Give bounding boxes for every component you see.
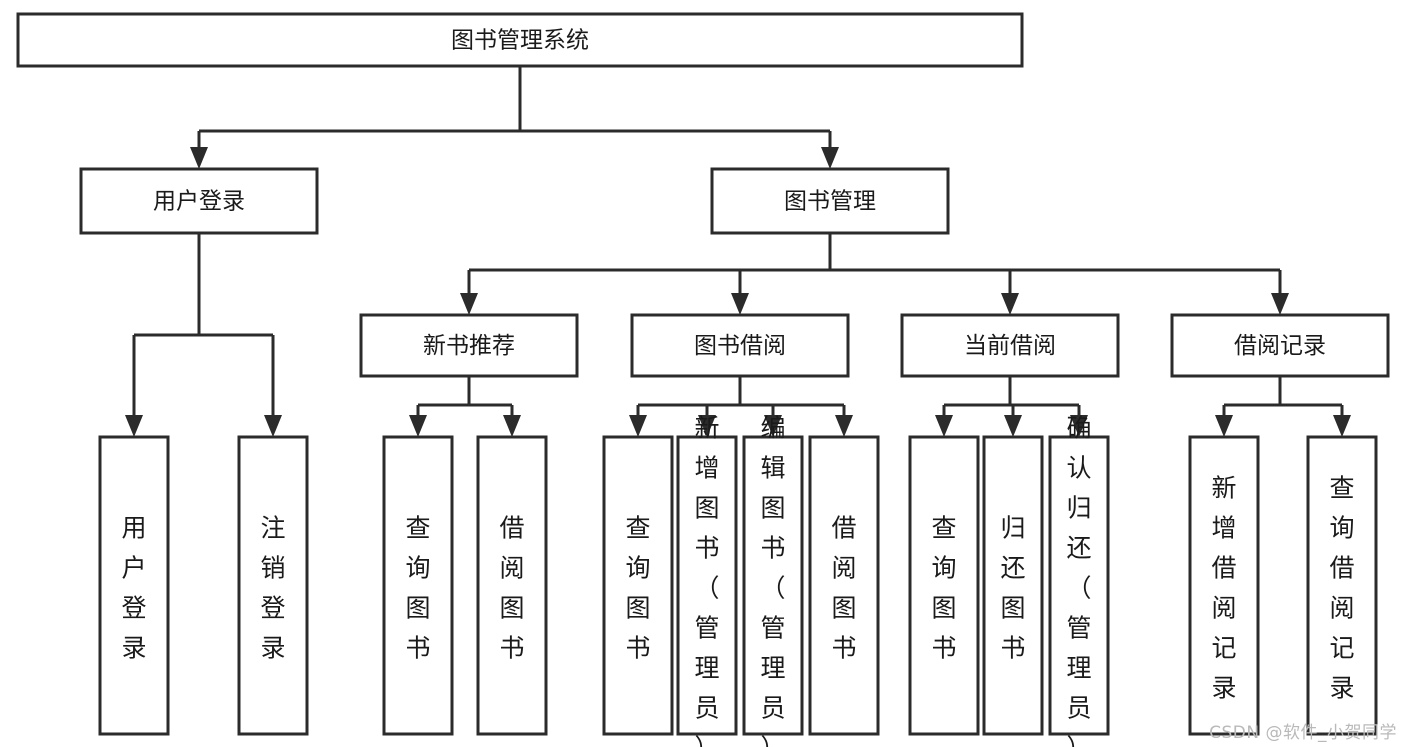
node-box[interactable] (1306, 435, 1378, 736)
node-box[interactable] (602, 435, 674, 736)
node-level3-2[interactable]: 图书借阅 (630, 313, 850, 378)
node-box[interactable] (359, 313, 579, 378)
node-box[interactable] (742, 435, 804, 736)
node-box[interactable] (98, 435, 170, 736)
node-box[interactable] (79, 167, 319, 235)
arrow-head-icon (1333, 415, 1351, 437)
node-leaf-10[interactable]: 归还图书 (982, 435, 1044, 736)
node-level3-3[interactable]: 当前借阅 (900, 313, 1120, 378)
node-label: 当前借阅 (964, 333, 1056, 359)
arrow-head-icon (1271, 293, 1289, 315)
node-box[interactable] (1170, 313, 1390, 378)
node-box[interactable] (476, 435, 548, 736)
node-label: 用户登录 (153, 189, 245, 215)
node-box[interactable] (808, 435, 880, 736)
arrow-head-icon (125, 415, 143, 437)
node-level3-4[interactable]: 借阅记录 (1170, 313, 1390, 378)
node-label: 确认归还（管理员） (1066, 414, 1091, 747)
node-label: 查询借阅记录 (1329, 474, 1354, 703)
node-leaf-6[interactable]: 新增图书（管理员） (676, 414, 738, 747)
node-level2-1[interactable]: 用户登录 (79, 167, 319, 235)
node-label: 编辑图书（管理员） (760, 414, 785, 747)
arrow-head-icon (935, 415, 953, 437)
node-box[interactable] (710, 167, 950, 235)
node-label: 查询图书 (625, 514, 650, 663)
node-level2-2[interactable]: 图书管理 (710, 167, 950, 235)
node-label: 用户登录 (121, 514, 146, 663)
node-root[interactable]: 图书管理系统 (16, 12, 1024, 68)
node-layer: 图书管理系统用户登录图书管理新书推荐图书借阅当前借阅借阅记录用户登录注销登录查询… (16, 12, 1390, 747)
node-leaf-1[interactable]: 用户登录 (98, 435, 170, 736)
arrow-head-icon (629, 415, 647, 437)
node-leaf-7[interactable]: 编辑图书（管理员） (742, 414, 804, 747)
node-label: 借阅记录 (1234, 333, 1326, 359)
node-leaf-2[interactable]: 注销登录 (237, 435, 309, 736)
node-label: 新书推荐 (423, 333, 515, 359)
node-level3-1[interactable]: 新书推荐 (359, 313, 579, 378)
arrow-head-icon (731, 293, 749, 315)
node-leaf-4[interactable]: 借阅图书 (476, 435, 548, 736)
arrow-head-icon (1215, 415, 1233, 437)
connector-layer (125, 66, 1351, 437)
node-box[interactable] (237, 435, 309, 736)
arrow-head-icon (460, 293, 478, 315)
arrow-head-icon (1001, 293, 1019, 315)
node-label: 归还图书 (1000, 514, 1025, 663)
node-box[interactable] (1048, 435, 1110, 736)
arrow-head-icon (821, 147, 839, 169)
node-leaf-3[interactable]: 查询图书 (382, 435, 454, 736)
arrow-head-icon (1070, 415, 1088, 437)
node-label: 新增图书（管理员） (694, 414, 719, 747)
arrow-head-icon (1004, 415, 1022, 437)
watermark-label: CSDN @软件_小贺同学 (1209, 723, 1397, 743)
node-leaf-12[interactable]: 新增借阅记录 (1188, 435, 1260, 736)
node-leaf-9[interactable]: 查询图书 (908, 435, 980, 736)
node-leaf-5[interactable]: 查询图书 (602, 435, 674, 736)
arrow-head-icon (835, 415, 853, 437)
node-box[interactable] (908, 435, 980, 736)
node-label: 查询图书 (931, 514, 956, 663)
node-box[interactable] (982, 435, 1044, 736)
node-label: 图书管理系统 (451, 28, 589, 54)
node-leaf-11[interactable]: 确认归还（管理员） (1048, 414, 1110, 747)
node-leaf-8[interactable]: 借阅图书 (808, 435, 880, 736)
node-leaf-13[interactable]: 查询借阅记录 (1306, 435, 1378, 736)
node-box[interactable] (900, 313, 1120, 378)
arrow-head-icon (503, 415, 521, 437)
arrow-head-icon (190, 147, 208, 169)
node-box[interactable] (676, 435, 738, 736)
arrow-head-icon (409, 415, 427, 437)
arrow-head-icon (764, 415, 782, 437)
arrow-head-icon (698, 415, 716, 437)
node-label: 图书管理 (784, 189, 876, 215)
node-box[interactable] (1188, 435, 1260, 736)
node-box[interactable] (16, 12, 1024, 68)
node-label: 图书借阅 (694, 333, 786, 359)
node-box[interactable] (382, 435, 454, 736)
arrow-head-icon (264, 415, 282, 437)
node-label: 借阅图书 (499, 514, 524, 663)
node-label: 查询图书 (405, 514, 430, 663)
node-box[interactable] (630, 313, 850, 378)
node-label: 注销登录 (260, 514, 285, 663)
node-label: 借阅图书 (831, 514, 856, 663)
node-label: 新增借阅记录 (1211, 474, 1236, 703)
